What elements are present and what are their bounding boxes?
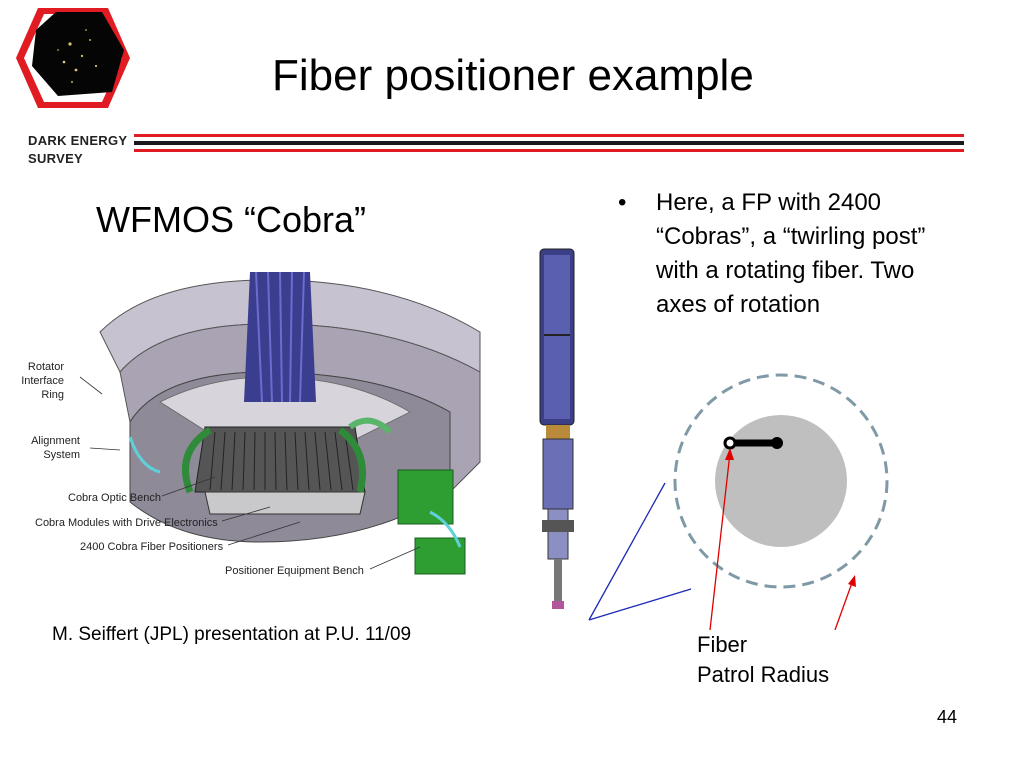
- diagram-labels: Fiber Patrol Radius: [697, 630, 829, 690]
- callout-rotator-line2: Interface: [21, 375, 64, 387]
- callout-optic-bench: Cobra Optic Bench: [68, 492, 161, 504]
- bullet-text: Here, a FP with 2400 “Cobras”, a “twirli…: [656, 189, 926, 318]
- focal-plane-illustration: [79, 271, 481, 575]
- callout-rotator-ring: Rotator Interface Ring: [18, 360, 64, 402]
- label-fiber: Fiber: [697, 632, 748, 657]
- cobra-positioner-image: [539, 248, 575, 609]
- image-credit: M. Seiffert (JPL) presentation at P.U. 1…: [52, 624, 412, 645]
- callout-alignment-line2: System: [43, 449, 80, 461]
- logo-wordmark: DARK ENERGY SURVEY: [28, 132, 127, 168]
- slide-subtitle: WFMOS “Cobra”: [96, 199, 366, 240]
- logo-wordmark-line1: DARK ENERGY: [28, 133, 128, 148]
- patrol-radius-diagram: [588, 373, 889, 630]
- label-patrol-radius: Patrol Radius: [697, 662, 830, 687]
- callout-alignment-line1: Alignment: [31, 435, 80, 447]
- page-number: 44: [937, 707, 958, 727]
- callout-rotator-line3: Ring: [41, 389, 64, 401]
- callout-positioners: 2400 Cobra Fiber Positioners: [80, 541, 224, 553]
- callout-rotator-line1: Rotator: [27, 361, 64, 373]
- logo-wordmark-line2: SURVEY: [28, 151, 84, 166]
- des-logo: [16, 8, 130, 108]
- bullet-marker: •: [618, 189, 627, 216]
- callout-equipment-bench: Positioner Equipment Bench: [225, 565, 364, 577]
- slide-title: Fiber positioner example: [272, 51, 754, 100]
- callout-alignment-system: Alignment System: [28, 434, 80, 462]
- callout-modules: Cobra Modules with Drive Electronics: [35, 517, 218, 529]
- header-divider: [134, 134, 964, 152]
